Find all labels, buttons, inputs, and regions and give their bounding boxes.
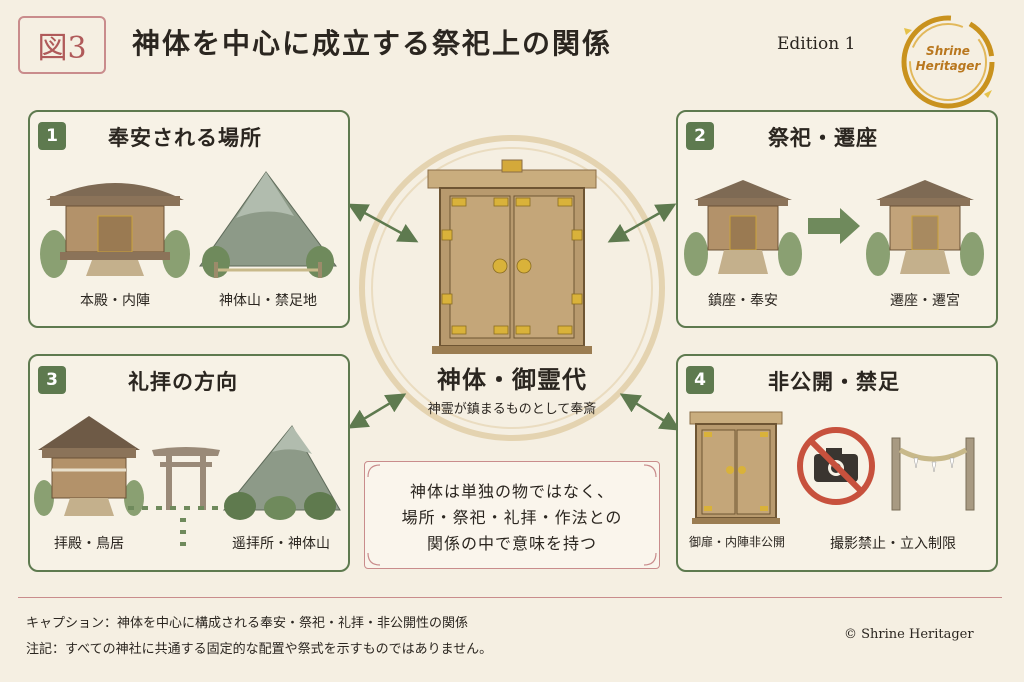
panel-1-label-1: 本殿・内陣 (80, 293, 150, 309)
panel-4-label-2: 撮影禁止・立入制限 (830, 536, 956, 552)
logo-line-2: Heritager (915, 59, 981, 73)
arrow-panel-1 (347, 203, 419, 243)
logo-text: Shrine Heritager (906, 44, 990, 74)
no-camera-icon (797, 427, 875, 505)
rope-barrier-icon (891, 437, 975, 511)
note-line-3: 関係の中で意味を持つ (426, 534, 597, 553)
panel-3-label-2: 遥拝所・神体山 (232, 536, 330, 552)
panel-1-label-2: 神体山・禁足地 (219, 293, 317, 309)
panel-3-number: 3 (38, 366, 66, 394)
path-dots-icon (128, 506, 218, 546)
center-ring (359, 135, 665, 441)
arrow-panel-3 (347, 393, 407, 429)
footer-divider (18, 597, 1002, 598)
shrine-before-icon (684, 180, 802, 276)
panel-4-label-1: 御扉・内陣非公開 (688, 535, 785, 549)
note-line-1: 神体は単独の物ではなく、 (409, 482, 614, 501)
logo-ring-icon (901, 15, 995, 109)
panel-2-label-2: 遷座・遷宮 (890, 293, 960, 309)
center-title: 神体・御霊代 (437, 365, 587, 394)
honden-icon (40, 183, 190, 278)
panel-2-number: 2 (686, 122, 714, 150)
edition-label: Edition 1 (777, 34, 856, 54)
figure-label: 図3 (18, 16, 106, 74)
panel-1-title: 奉安される場所 (108, 125, 262, 150)
arrow-panel-4 (619, 393, 681, 431)
panel-2-label-1: 鎮座・奉安 (708, 293, 778, 309)
note-corner-ornaments (367, 464, 657, 566)
remark: 注記：すべての神社に共通する固定的な配置や祭式を示すものではありません。 (26, 642, 493, 657)
shrine-after-icon (866, 180, 984, 276)
caption: キャプション：神体を中心に構成される奉安・祭祀・礼拝・非公開性の関係 (26, 616, 469, 631)
panel-3-title: 礼拝の方向 (128, 369, 238, 394)
haiden-icon (34, 416, 144, 516)
panel-4-title: 非公開・禁足 (768, 369, 900, 394)
arrow-panel-2 (607, 203, 677, 243)
panel-3-label-1: 拝殿・鳥居 (54, 536, 124, 552)
torii-icon (152, 447, 220, 510)
shrine-door-icon (427, 159, 597, 354)
note-line-2: 場所・祭祀・礼拝・作法との (401, 508, 623, 527)
transfer-arrow-icon (808, 208, 860, 244)
center-note-box (364, 461, 660, 569)
copyright: © Shrine Heritager (844, 627, 974, 642)
panel-2-title: 祭祀・遷座 (768, 125, 878, 150)
closed-door-icon (689, 411, 783, 524)
page-title: 神体を中心に成立する祭祀上の関係 (132, 27, 613, 60)
logo-line-1: Shrine (926, 44, 970, 58)
sacred-mountain-icon (199, 171, 337, 278)
panel-4-number: 4 (686, 366, 714, 394)
distant-mountain-icon (222, 425, 341, 520)
panel-1-number: 1 (38, 122, 66, 150)
center-subtitle: 神霊が鎮まるものとして奉斎 (427, 402, 597, 417)
